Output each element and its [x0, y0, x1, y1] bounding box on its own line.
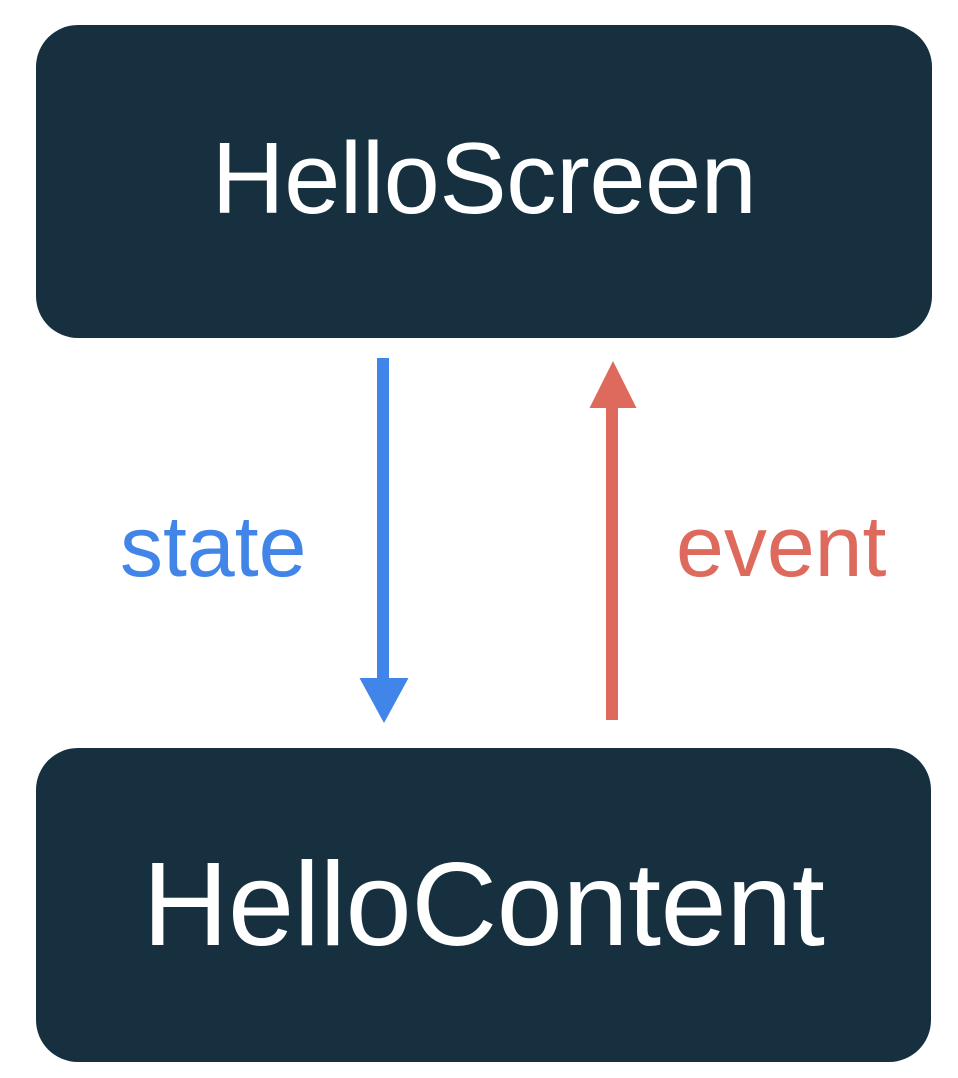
edge-label-event: event	[676, 499, 887, 595]
state-arrow-icon	[359, 358, 409, 723]
node-hello-content[interactable]: HelloContent	[36, 748, 931, 1062]
event-arrow-icon	[589, 361, 637, 720]
node-hello-screen[interactable]: HelloScreen	[36, 25, 932, 338]
node-hello-screen-label: HelloScreen	[211, 123, 757, 235]
node-hello-content-label: HelloContent	[142, 837, 825, 971]
edge-label-state: state	[120, 499, 307, 595]
